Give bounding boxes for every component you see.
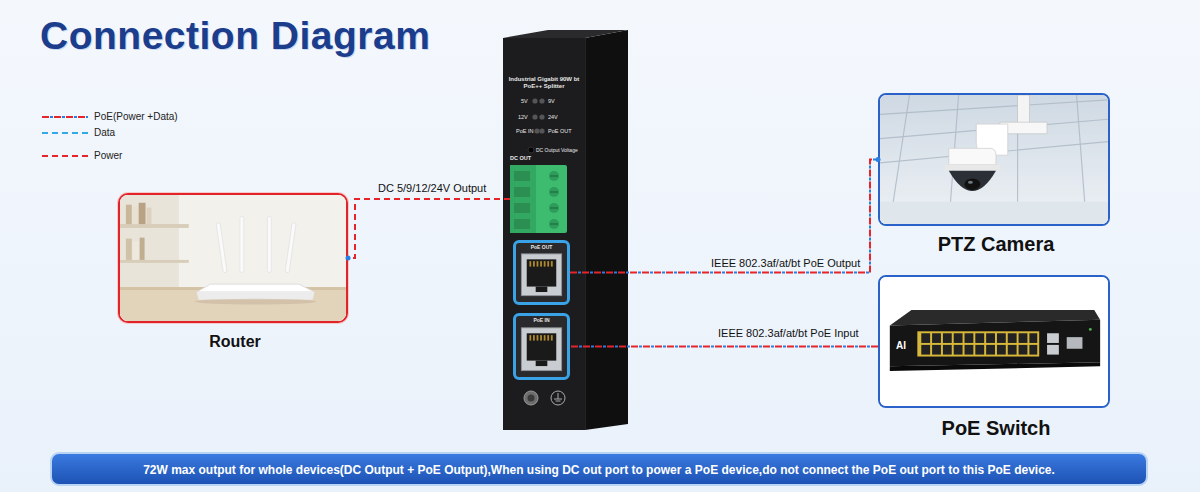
- router-illustration: [120, 195, 346, 321]
- router-box: Router: [118, 193, 348, 323]
- legend-text: Data: [94, 126, 115, 140]
- legend-line-sample: [40, 126, 90, 140]
- brand-mark: AI: [896, 340, 906, 351]
- poe-out-port: PoE OUT: [513, 240, 570, 305]
- port-label: PoE IN: [516, 317, 567, 323]
- legend-line: [42, 155, 88, 157]
- legend-text: Power: [94, 149, 122, 163]
- rj45-port: [516, 243, 567, 302]
- illustration-frame: [880, 277, 1108, 406]
- caption-text: 72W max output for whole devices(DC Outp…: [143, 463, 1055, 477]
- legend-line: [42, 116, 88, 118]
- camera-heading: PTZ Camera: [880, 233, 1112, 256]
- dc-terminal-block: DC OUT: [510, 165, 567, 233]
- terminal-block: [510, 165, 567, 233]
- led-label: 24V: [548, 114, 558, 120]
- connector-line: [570, 346, 878, 348]
- legend-line: [42, 132, 88, 134]
- diagram-title: Connection Diagram: [40, 14, 430, 58]
- switch-heading: PoE Switch: [880, 417, 1112, 440]
- connector: [346, 199, 511, 261]
- led-label: PoE OUT: [548, 128, 572, 134]
- ptz-camera-box: PTZ Camera: [878, 93, 1110, 226]
- connector: [570, 157, 881, 273]
- led-label: PoE IN: [516, 128, 533, 134]
- connector-line: [348, 199, 510, 258]
- poe-splitter-device: Industrial Gigabit 90W bt PoE++ Splitter…: [503, 38, 585, 430]
- legend-text: PoE(Power +Data): [94, 110, 178, 124]
- connector-line: [570, 160, 878, 273]
- legend-line: [42, 116, 88, 118]
- connector-line: [570, 346, 878, 348]
- caption-banner: 72W max output for whole devices(DC Outp…: [50, 452, 1148, 486]
- legend-line-sample: [40, 110, 90, 124]
- poe-in-port: PoE IN: [513, 313, 570, 380]
- illustration-frame: [120, 195, 346, 321]
- connector-label: DC 5/9/12/24V Output: [378, 182, 486, 194]
- led-label: 9V: [548, 98, 555, 104]
- rj45-port: [516, 316, 567, 377]
- ptz-camera-illustration: [880, 95, 1108, 224]
- connector: [570, 346, 878, 347]
- port-label: DC OUT: [510, 155, 567, 161]
- button-label: DC Output Voltage: [536, 147, 578, 153]
- poe-switch-box: PoE Switch: [878, 275, 1110, 408]
- connector-dot: [876, 157, 881, 162]
- illustration-frame: [880, 95, 1108, 224]
- legend-line-sample: [40, 149, 90, 163]
- poe-switch-illustration: [880, 277, 1108, 406]
- router-heading: Router: [100, 333, 370, 351]
- connector-dot: [346, 256, 351, 261]
- led-label: 12V: [518, 114, 528, 120]
- port-label: PoE OUT: [516, 244, 567, 250]
- connector-line: [570, 160, 878, 273]
- connector-label: IEEE 802.3af/at/bt PoE Output: [711, 257, 860, 269]
- led-label: 5V: [521, 98, 528, 104]
- connector-label: IEEE 802.3af/at/bt PoE Input: [718, 327, 859, 339]
- device-title: Industrial Gigabit 90W bt PoE++ Splitter: [507, 76, 581, 90]
